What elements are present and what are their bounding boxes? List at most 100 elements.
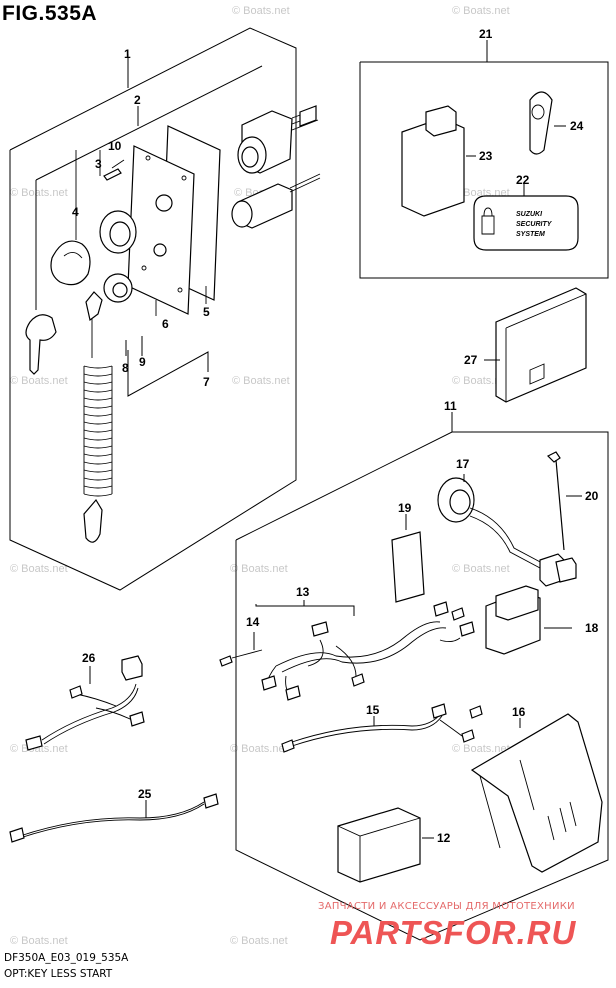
watermark: © Boats.net [10, 375, 68, 387]
harness-26-wire [41, 683, 139, 745]
harness-25-wire [19, 801, 205, 839]
controller-27-body [495, 287, 587, 403]
watermark: © Boats.net [230, 563, 288, 575]
watermark: © Boats.net [232, 5, 290, 17]
watermark: © Boats.net [452, 5, 510, 17]
callouts: 1 2 3 4 5 6 7 8 9 10 11 12 13 14 15 16 1… [72, 27, 599, 845]
harness-13-connector [311, 621, 329, 637]
partsfor-logo-watermark: PARTSFOR.RU [330, 914, 577, 951]
callout-22: 22 [516, 173, 530, 187]
security-label-line3: SYSTEM [516, 231, 545, 238]
panel-hole-lower [153, 243, 167, 257]
panel-screw-hole [181, 175, 187, 181]
key-fob-button [531, 104, 545, 120]
harness-25-connector [9, 827, 25, 843]
callout-6: 6 [162, 317, 169, 331]
callout-1: 1 [124, 47, 131, 61]
callout-13: 13 [296, 585, 310, 599]
partsfor-tagline-watermark: ЗАПЧАСТИ И АКСЕССУАРЫ ДЛЯ МОТОТЕХНИКИ [318, 901, 575, 912]
callout-7: 7 [203, 375, 210, 389]
security-label-line2: SECURITY [516, 221, 553, 228]
watermark: © Boats.net [10, 743, 68, 755]
harness-13-connector [459, 621, 475, 637]
module-23-connector [425, 105, 457, 137]
harness-26-connector [25, 735, 43, 751]
watermark: © Boats.net [230, 935, 288, 947]
bezel-nut-3-inner [109, 221, 131, 247]
switch-plug [299, 105, 317, 127]
callout-15: 15 [366, 703, 380, 717]
fuse-box-12-edges [337, 817, 421, 882]
watermark: © Boats.net [10, 187, 68, 199]
lanyard-clip [85, 291, 103, 322]
watermark: © Boats.net [232, 375, 290, 387]
watermark: © Boats.net [452, 563, 510, 575]
sensor-17-inner [449, 489, 471, 515]
keyless-kit-frame [235, 431, 609, 941]
screw-14-pointer [231, 649, 263, 659]
leader-bracket-7 [127, 350, 209, 397]
fuse-box-12 [337, 807, 421, 883]
security-label-line1: SUZUKI [516, 211, 543, 218]
watermark: © Boats.net [452, 743, 510, 755]
watermark: © Boats.net [452, 375, 510, 387]
controller-27 [484, 287, 587, 403]
panel-screw-hole [141, 265, 147, 271]
cable-tie-strap [555, 459, 565, 551]
harness-13-branches [265, 637, 461, 699]
harness-26 [25, 655, 145, 751]
key-switch-assembly [9, 27, 321, 591]
figure-title: FIG.535A [2, 2, 98, 25]
security-kit-frame [359, 61, 609, 279]
harness-13-connector [351, 673, 365, 687]
harness-13-connector [451, 607, 465, 621]
watermark: © Boats.net [10, 935, 68, 947]
coiled-cord [83, 365, 113, 497]
panel-screw-hole [177, 287, 183, 293]
harness-15-connector [469, 705, 483, 719]
callout-18: 18 [585, 621, 599, 635]
sensor-17-plug [555, 557, 577, 583]
controller-27-edges [505, 293, 587, 402]
watermark: © Boats.net [10, 563, 68, 575]
harness-26-connector [69, 685, 83, 699]
security-kit: SUZUKI SECURITY SYSTEM [359, 40, 609, 279]
callout-23: 23 [479, 149, 493, 163]
callout-3: 3 [95, 157, 102, 171]
screw-14 [219, 655, 233, 667]
harness-15-connector [431, 703, 447, 719]
panel-hole-upper [155, 194, 173, 212]
callout-12: 12 [437, 831, 451, 845]
callout-2: 2 [134, 93, 141, 107]
sheet-19 [391, 531, 425, 603]
relay-18-top [495, 585, 539, 621]
callout-9: 9 [139, 355, 146, 369]
callout-5: 5 [203, 305, 210, 319]
cable-tie-head [546, 451, 561, 463]
harness-15-wire [291, 711, 463, 747]
watermark: © Boats.net [230, 743, 288, 755]
callout-16: 16 [512, 705, 526, 719]
callout-11: 11 [444, 399, 457, 413]
assembly-box-1 [9, 27, 297, 591]
callout-26: 26 [82, 651, 96, 665]
callout-4: 4 [72, 205, 79, 219]
callout-20: 20 [585, 489, 599, 503]
model-code: DF350A_E03_019_535A [4, 952, 129, 964]
screw-10 [103, 168, 122, 181]
nut-9-inner [112, 282, 128, 298]
key [25, 314, 57, 375]
start-switch-wires [289, 173, 321, 193]
harness-25-connector [203, 793, 219, 809]
boats-watermarks: © Boats.net © Boats.net © Boats.net © Bo… [10, 5, 510, 947]
panel-plate-6 [127, 145, 195, 315]
padlock-icon [481, 207, 495, 235]
key-cap-4 [50, 240, 91, 286]
key-fob-24 [529, 91, 553, 155]
key-cap-detail [63, 252, 83, 259]
callout-25: 25 [138, 787, 152, 801]
controller-27-connector [529, 363, 545, 385]
callout-21: 21 [479, 27, 493, 41]
bracket-16-details [479, 759, 577, 849]
